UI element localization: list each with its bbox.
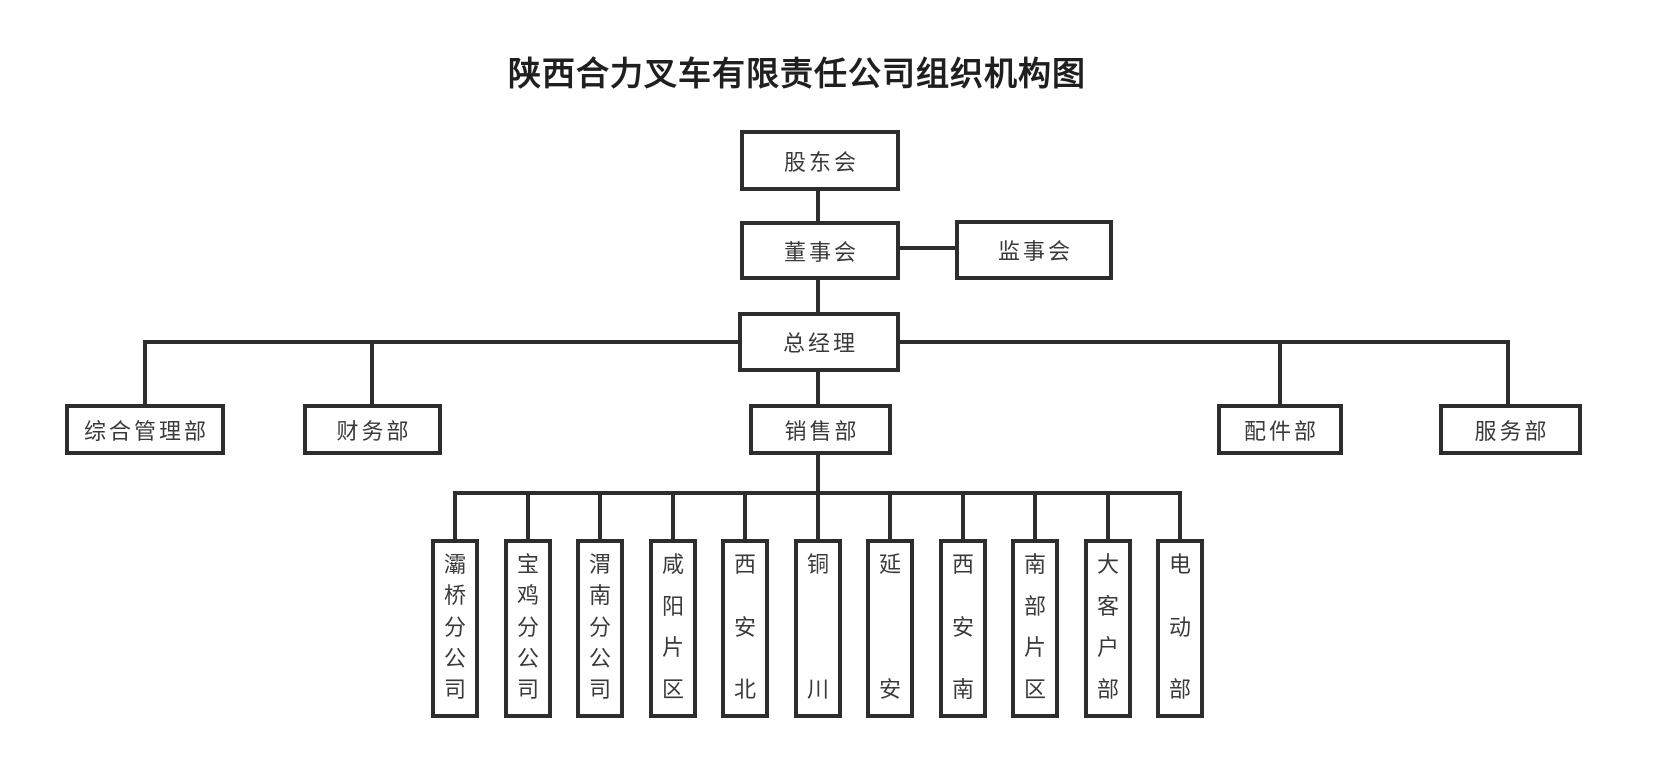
node-dept-service: 服务部 xyxy=(1439,404,1582,455)
node-supervisory-board: 监事会 xyxy=(955,220,1113,280)
node-region-south: 南部片区 xyxy=(1011,539,1059,718)
connector-gm-right-branch xyxy=(898,340,1510,344)
connector-drop-baoji xyxy=(526,491,530,539)
node-dept-parts: 配件部 xyxy=(1217,404,1343,455)
node-board-of-directors: 董事会 xyxy=(740,221,900,280)
node-dept-finance: 财务部 xyxy=(303,404,442,455)
chart-title: 陕西合力叉车有限责任公司组织机构图 xyxy=(508,55,1086,92)
connector-drop-weinan xyxy=(598,491,602,539)
node-region-xian-south: 西安南 xyxy=(939,539,987,718)
node-general-manager: 总经理 xyxy=(738,312,900,372)
connector-drop-yanan xyxy=(888,491,892,539)
node-branch-baqiao: 灞桥分公司 xyxy=(431,539,479,718)
connector-board-supervisory xyxy=(896,246,958,250)
node-region-xianyang: 咸阳片区 xyxy=(649,539,697,718)
node-region-yanan: 延安 xyxy=(866,539,914,718)
connector-drop-baqiao xyxy=(453,491,457,539)
node-dept-electric: 电动部 xyxy=(1156,539,1204,718)
node-dept-key-accounts: 大客户部 xyxy=(1084,539,1132,718)
connector-drop-parts xyxy=(1278,340,1282,404)
connector-board-gm xyxy=(816,278,820,314)
connector-drop-key-accounts xyxy=(1106,491,1110,539)
connector-drop-xian-north xyxy=(743,491,747,539)
connector-drop-finance xyxy=(370,340,374,404)
connector-drop-service xyxy=(1506,340,1510,404)
connector-drop-tongchuan xyxy=(816,491,820,539)
connector-drop-general-management xyxy=(143,340,147,404)
connector-sales-distribution xyxy=(816,453,820,495)
node-branch-baoji: 宝鸡分公司 xyxy=(504,539,552,718)
node-region-xian-north: 西安北 xyxy=(721,539,769,718)
node-branch-weinan: 渭南分公司 xyxy=(576,539,624,718)
connector-shareholders-board xyxy=(816,189,820,223)
node-dept-general-management: 综合管理部 xyxy=(65,404,225,455)
node-dept-sales: 销售部 xyxy=(749,404,892,455)
node-shareholders-meeting: 股东会 xyxy=(740,130,900,191)
connector-drop-xianyang xyxy=(671,491,675,539)
connector-drop-electric xyxy=(1178,491,1182,539)
connector-drop-xian-south xyxy=(961,491,965,539)
connector-gm-sales xyxy=(816,370,820,406)
node-region-tongchuan: 铜川 xyxy=(794,539,842,718)
connector-gm-left-branch xyxy=(143,340,740,344)
connector-drop-south-region xyxy=(1033,491,1037,539)
